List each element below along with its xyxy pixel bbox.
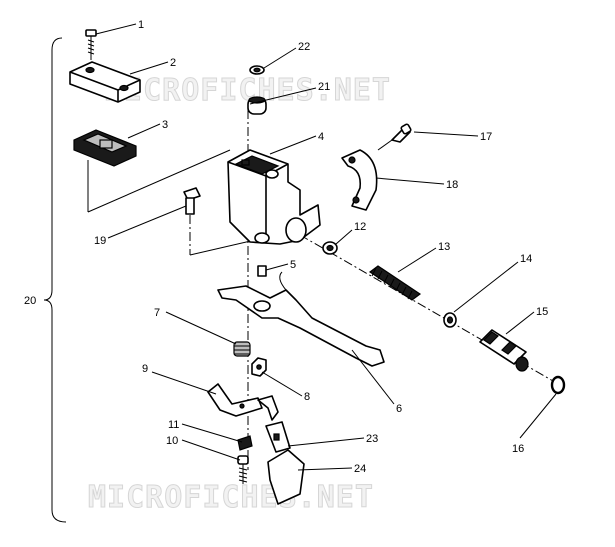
callout-21: 21 xyxy=(318,81,330,93)
guide-line-upper xyxy=(87,149,231,213)
part-switch-bracket xyxy=(207,383,279,421)
part-screw-10 xyxy=(237,455,249,484)
part-washer-top xyxy=(249,65,265,75)
callout-20: 20 xyxy=(24,295,36,307)
leader-21 xyxy=(249,87,317,105)
callout-4: 4 xyxy=(318,131,324,143)
leader-2 xyxy=(129,61,169,75)
part-brake-switch xyxy=(265,421,291,453)
callout-7: 7 xyxy=(154,307,160,319)
callout-14: 14 xyxy=(520,253,532,265)
part-reservoir-cover xyxy=(69,61,141,103)
callout-16: 16 xyxy=(512,443,524,455)
callout-3: 3 xyxy=(162,119,168,131)
leader-10 xyxy=(181,439,241,461)
leader-19 xyxy=(107,205,187,239)
callout-13: 13 xyxy=(438,241,450,253)
leader-8 xyxy=(261,371,303,397)
part-nut xyxy=(251,357,267,377)
callout-9: 9 xyxy=(142,363,148,375)
leader-22 xyxy=(263,47,297,69)
watermark-bottom: MICROFICHES.NET xyxy=(88,480,374,515)
part-pivot-bolt xyxy=(183,187,201,215)
callout-23: 23 xyxy=(366,433,378,445)
leader-3 xyxy=(127,123,161,139)
leader-6 xyxy=(351,349,395,405)
part-clamp-bolt xyxy=(377,123,412,151)
leader-14 xyxy=(453,261,519,313)
leader-4 xyxy=(269,135,317,155)
callout-19: 19 xyxy=(94,235,106,247)
part-spring xyxy=(368,265,422,301)
leader-1 xyxy=(95,23,137,35)
leader-12 xyxy=(335,229,353,245)
part-lever-spring xyxy=(233,341,251,357)
callout-2: 2 xyxy=(170,57,176,69)
part-diaphragm xyxy=(73,129,137,167)
callout-15: 15 xyxy=(536,306,548,318)
bolt-guide-line xyxy=(189,239,256,256)
leader-13 xyxy=(397,247,437,273)
part-spacer xyxy=(257,265,267,277)
leader-15 xyxy=(505,311,535,335)
watermark-top: MICROFICHES.NET xyxy=(105,73,391,108)
leader-17 xyxy=(413,131,479,137)
leader-9 xyxy=(151,371,217,395)
callout-1: 1 xyxy=(138,19,144,31)
part-brake-lever xyxy=(217,271,385,367)
callout-5: 5 xyxy=(290,259,296,271)
callout-8: 8 xyxy=(304,391,310,403)
part-screw-11 xyxy=(237,435,253,451)
callout-12: 12 xyxy=(354,221,366,233)
part-cover-screw xyxy=(85,29,97,60)
leader-16 xyxy=(519,393,557,439)
leader-7 xyxy=(165,311,237,345)
callout-17: 17 xyxy=(480,131,492,143)
part-washer-12 xyxy=(322,241,338,255)
leader-24 xyxy=(297,467,353,471)
leader-5 xyxy=(265,263,289,271)
part-washer-14 xyxy=(443,312,457,328)
callout-6: 6 xyxy=(396,403,402,415)
part-snap-ring xyxy=(550,375,566,395)
part-boot xyxy=(247,96,267,115)
leader-18 xyxy=(375,177,445,185)
callout-11: 11 xyxy=(168,419,179,431)
part-master-cylinder xyxy=(227,149,321,245)
callout-10: 10 xyxy=(166,435,178,447)
callout-22: 22 xyxy=(298,41,310,53)
part-clamp xyxy=(341,149,378,211)
assembly-bracket xyxy=(43,37,67,523)
part-piston xyxy=(479,329,529,372)
leader-23 xyxy=(287,437,365,447)
part-label xyxy=(267,449,305,505)
leader-11 xyxy=(181,423,243,443)
callout-18: 18 xyxy=(446,179,458,191)
callout-24: 24 xyxy=(354,463,366,475)
